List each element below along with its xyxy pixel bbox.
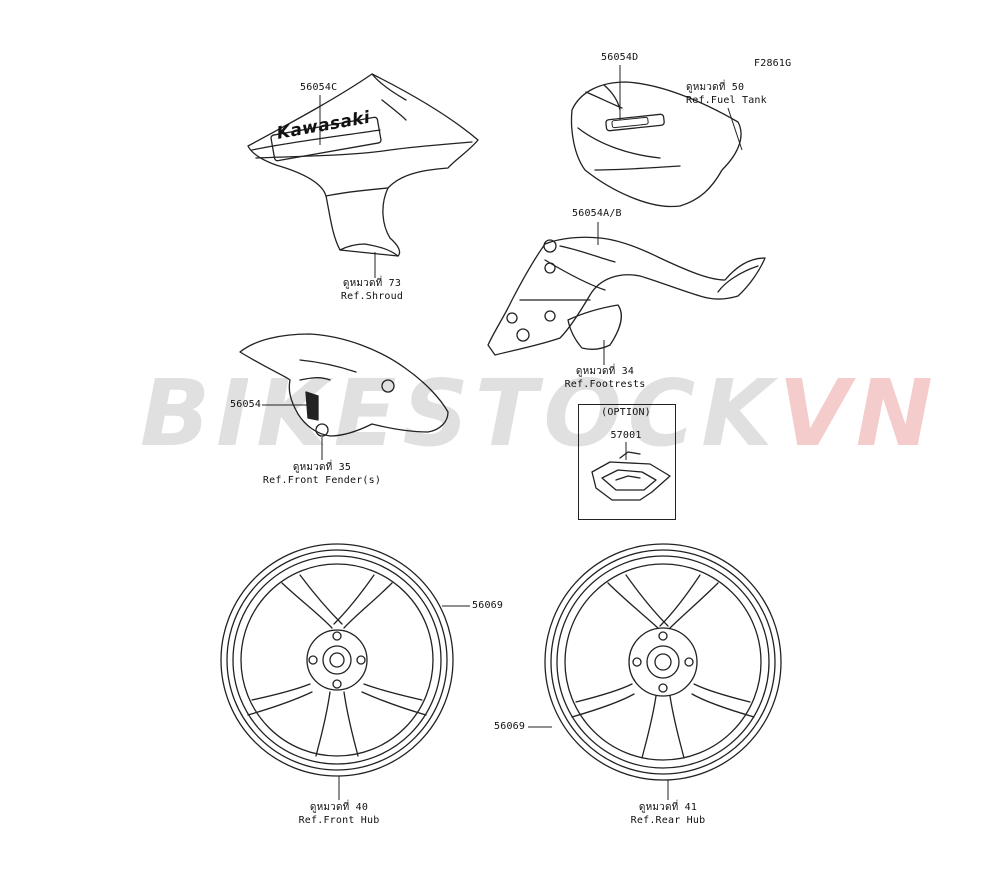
part-number-shroud-decal: 56054C xyxy=(300,82,338,93)
front-fender-illustration xyxy=(239,333,449,437)
ref-shroud-category: ดูหมวดที่ 73 xyxy=(342,278,402,289)
ref-fuel-tank-label: Ref.Fuel Tank xyxy=(686,95,767,106)
part-number-footrest-decal: 56054A/B xyxy=(572,208,622,219)
ref-front-hub-category: ดูหมวดที่ 40 xyxy=(309,802,369,813)
shroud-illustration xyxy=(247,73,479,257)
ref-shroud-label: Ref.Shroud xyxy=(340,291,404,302)
footrest-bracket-illustration xyxy=(487,236,766,356)
part-number-option: 57001 xyxy=(610,430,642,441)
ref-rear-hub-category: ดูหมวดที่ 41 xyxy=(638,802,698,813)
option-box xyxy=(578,404,676,520)
ref-front-hub-label: Ref.Front Hub xyxy=(298,815,380,826)
ref-fuel-tank-category: ดูหมวดที่ 50 xyxy=(686,82,745,93)
part-number-rear-wheel: 56069 xyxy=(494,721,526,732)
option-label: (OPTION) xyxy=(601,407,651,418)
ref-front-fender-category: ดูหมวดที่ 35 xyxy=(292,462,352,473)
leader-lines xyxy=(262,65,743,800)
part-number-fender-decal: 56054 xyxy=(230,399,262,410)
ref-footrests-label: Ref.Footrests xyxy=(564,379,646,390)
ref-front-fender-label: Ref.Front Fender(s) xyxy=(262,475,382,486)
leader-tank-ref xyxy=(727,107,743,151)
option-clip-illustration xyxy=(591,451,671,501)
part-number-tank-decal: 56054D xyxy=(601,52,639,63)
diagram-code: F2861G xyxy=(754,58,792,69)
watermark-text-main: BIKESTOCK xyxy=(140,360,779,467)
fuel-tank-illustration xyxy=(570,81,742,208)
watermark: BIKESTOCKVN xyxy=(140,360,939,467)
ref-rear-hub-label: Ref.Rear Hub xyxy=(630,815,706,826)
ref-footrests-category: ดูหมวดที่ 34 xyxy=(575,366,635,377)
front-wheel-illustration xyxy=(220,543,454,777)
rear-wheel-illustration xyxy=(544,543,782,781)
part-number-front-wheel: 56069 xyxy=(472,600,504,611)
watermark-text-accent: VN xyxy=(778,360,939,467)
